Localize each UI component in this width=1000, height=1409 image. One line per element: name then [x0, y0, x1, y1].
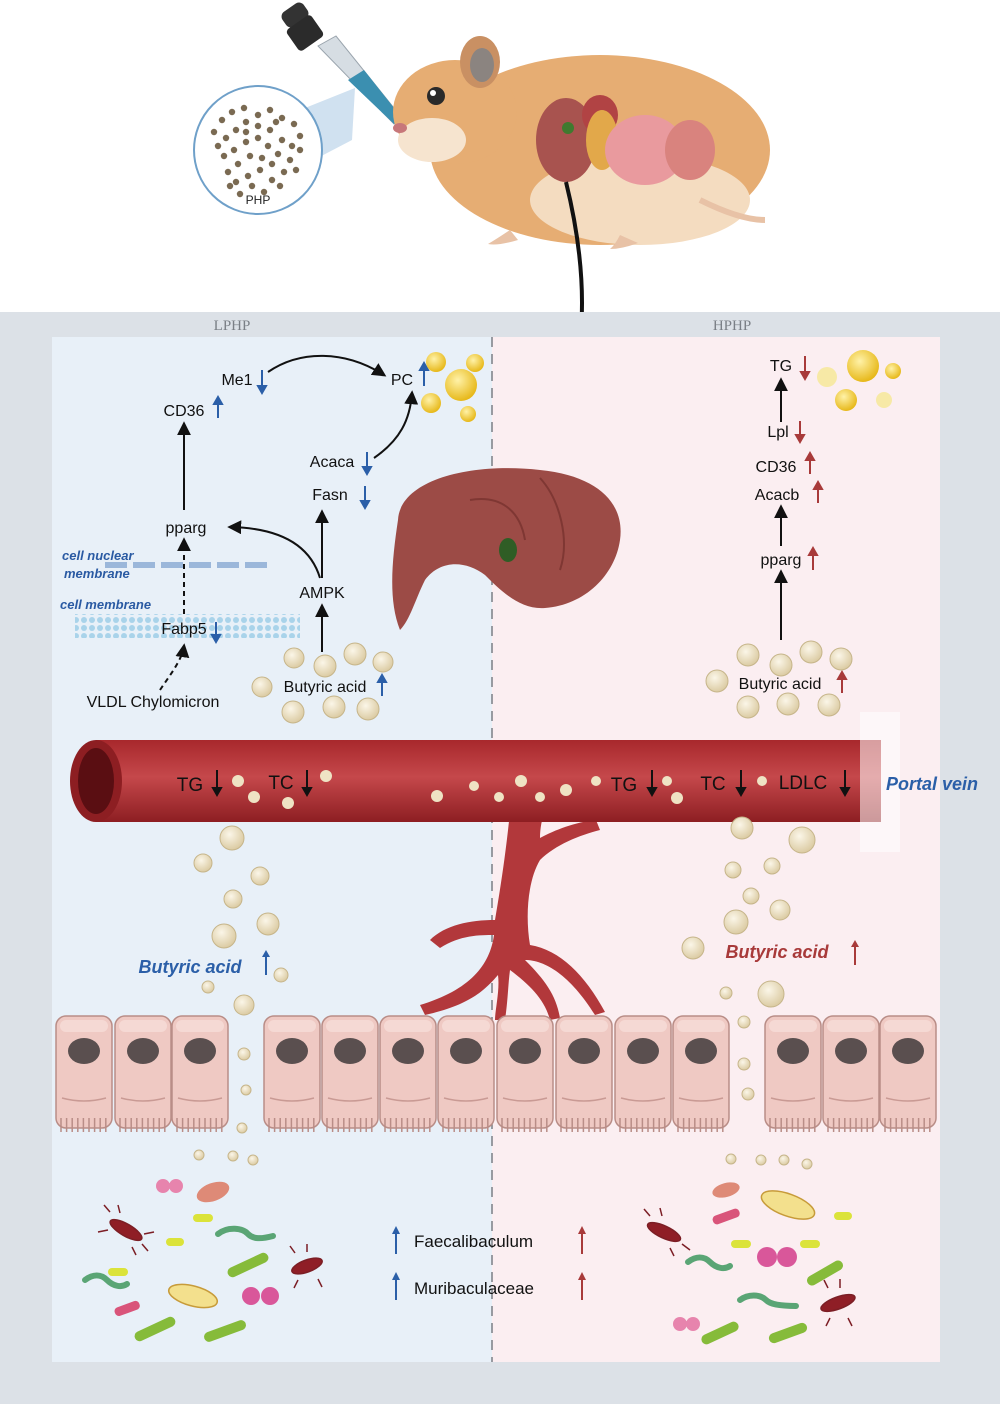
vein-left-tc: TC [268, 773, 293, 794]
left-lipid-droplets [421, 352, 484, 422]
legend-item-faecalibaculum: Faecalibaculum [414, 1232, 533, 1251]
portal-vein-label: Portal vein [886, 774, 978, 794]
pc-label: PC [391, 372, 413, 389]
cd36-label: CD36 [164, 403, 205, 420]
right-tg-label: TG [770, 358, 792, 375]
pparg-label: pparg [166, 520, 207, 537]
left-microbes [82, 1179, 323, 1342]
fabp5-label: Fabp5 [161, 621, 206, 638]
ampk-label: AMPK [299, 585, 345, 602]
right-butyric-acid-label: Butyric acid [739, 676, 822, 693]
me1-label: Me1 [221, 372, 252, 389]
lpl-label: Lpl [767, 424, 788, 441]
right-intestine-butyric-label: Butyric acid [725, 942, 829, 962]
vein-left-tg: TG [177, 775, 203, 796]
left-butyrate-stream [193, 825, 289, 1166]
cell-membrane-band [75, 614, 300, 638]
fasn-label: Fasn [312, 487, 348, 504]
vldl-chylomicron-label: VLDL Chylomicron [87, 694, 220, 711]
right-cd36-label: CD36 [756, 459, 797, 476]
right-lipid-droplets [817, 350, 901, 411]
dropper [281, 2, 404, 132]
right-pparg-label: pparg [761, 552, 802, 569]
right-panel-header: HPHP [713, 318, 751, 334]
liver [392, 468, 621, 630]
right-butyrate-stream [681, 816, 816, 1170]
php-label: PHP [246, 193, 271, 207]
vein-lipid-particles [232, 770, 767, 809]
right-butyrate-cluster [705, 640, 853, 719]
intestinal-epithelium [55, 1015, 937, 1132]
left-pathway: cell nuclear membrane cell membrane Me1 … [60, 352, 484, 724]
left-intestine-butyric-label: Butyric acid [138, 957, 242, 977]
legend: Faecalibaculum Muribaculaceae [392, 1226, 586, 1300]
left-panel-header: LPHP [214, 318, 251, 334]
right-microbes [643, 1182, 856, 1345]
legend-item-muribaculaceae: Muribaculaceae [414, 1279, 534, 1298]
acacb-label: Acacb [755, 487, 800, 504]
vein-right-tg: TG [611, 775, 637, 796]
acaca-label: Acaca [310, 454, 355, 471]
cell-membrane-label: cell membrane [60, 597, 151, 612]
nuclear-membrane-label-1: cell nuclear [62, 548, 134, 563]
php-magnifier: PHP [193, 85, 355, 215]
vein-right-ldlc: LDLC [779, 773, 828, 794]
left-butyrate-cluster [251, 642, 394, 724]
hamster [393, 36, 770, 249]
nuclear-membrane-label-2: membrane [64, 566, 130, 581]
right-pathway: TG Lpl CD36 Acacb pparg Butyric acid [705, 350, 901, 719]
portal-vein: TG TC TG TC LDLC [70, 712, 900, 1020]
butyric-acid-label: Butyric acid [284, 679, 367, 696]
vein-right-tc: TC [700, 774, 725, 795]
